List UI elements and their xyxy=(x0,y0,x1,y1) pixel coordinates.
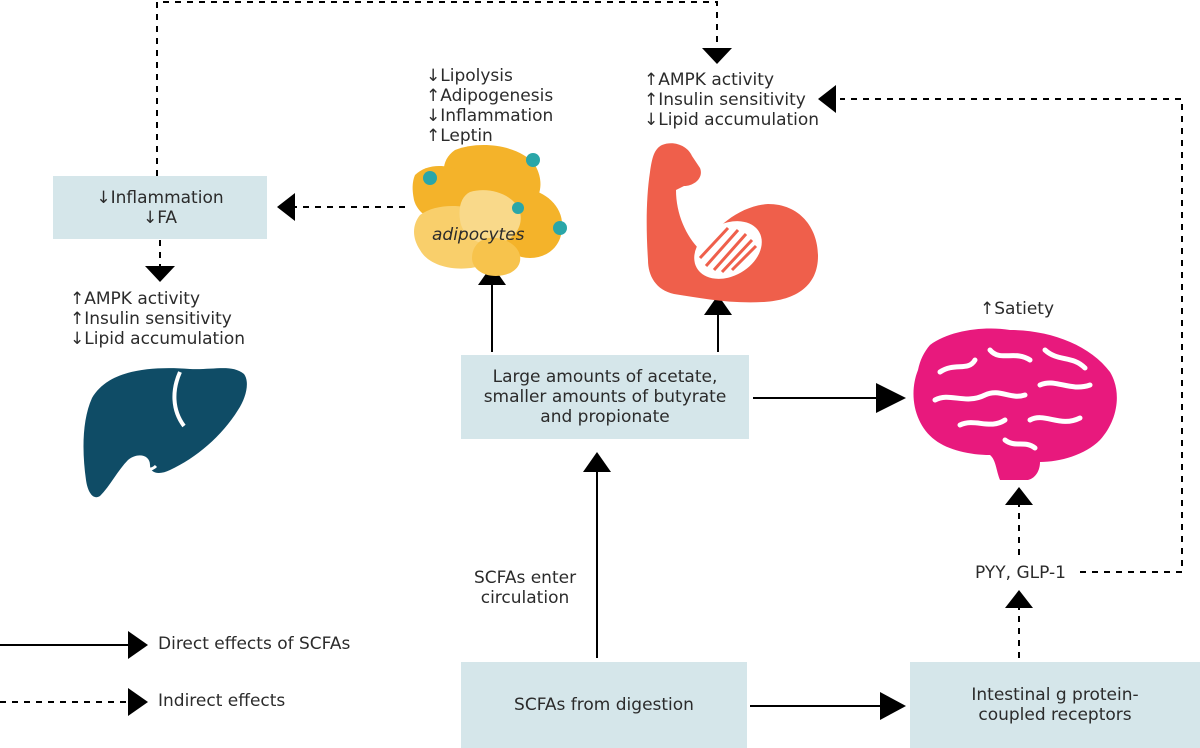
circulation-box: Large amounts of acetate, smaller amount… xyxy=(461,355,749,439)
digestion-box-text: SCFAs from digestion xyxy=(514,695,694,715)
scfa-enter-label: SCFAs enter circulation xyxy=(466,568,584,608)
liver-effect-2: ↑Insulin sensitivity xyxy=(70,309,232,329)
satiety-label: ↑Satiety xyxy=(980,299,1055,319)
arrowhead-hormones-up xyxy=(1005,590,1033,608)
adipocytes-icon xyxy=(412,145,567,276)
muscle-effects: ↑AMPK activity ↑Insulin sensitivity ↓Lip… xyxy=(644,70,819,130)
adipocyte-effect-3: ↓Inflammation xyxy=(426,106,554,126)
adipocyte-effect-2: ↑Adipogenesis xyxy=(426,86,554,106)
liver-box-line-2: ↓FA xyxy=(142,207,178,228)
adipocyte-effects: ↓Lipolysis ↑Adipogenesis ↓Inflammation ↑… xyxy=(426,66,553,146)
digestion-box: SCFAs from digestion xyxy=(461,662,747,748)
circulation-box-text: Large amounts of acetate, smaller amount… xyxy=(483,367,727,427)
legend-solid-arrowhead xyxy=(128,631,148,659)
arrowhead-brain-up xyxy=(1005,487,1033,505)
liver-effects-box: ↓Inflammation ↓FA xyxy=(53,176,267,239)
receptors-box-text: Intestinal g protein-coupled receptors xyxy=(971,685,1139,725)
arrow-top-loop xyxy=(156,1,718,176)
arrowhead-muscle-up xyxy=(704,295,732,315)
muscle-icon xyxy=(646,143,818,303)
liver-effect-1: ↑AMPK activity xyxy=(70,289,201,309)
scfa-enter-text: SCFAs enter circulation xyxy=(473,568,577,608)
receptors-box: Intestinal g protein-coupled receptors xyxy=(910,662,1200,748)
muscle-effect-2: ↑Insulin sensitivity xyxy=(644,90,806,110)
muscle-effect-1: ↑AMPK activity xyxy=(644,70,775,90)
arrowhead-liverbox-left xyxy=(277,193,295,221)
hormones-label: PYY, GLP-1 xyxy=(975,563,1066,583)
arrowhead-brain-right xyxy=(876,383,906,413)
brain-icon xyxy=(913,328,1117,480)
adipocytes-label: adipocytes xyxy=(432,225,525,245)
arrowhead-right-loop-left xyxy=(818,85,836,113)
liver-effects: ↑AMPK activity ↑Insulin sensitivity ↓Lip… xyxy=(70,289,245,349)
arrow-right-loop xyxy=(840,98,1183,573)
liver-icon xyxy=(83,368,247,498)
legend-dashed-arrowhead xyxy=(128,688,148,716)
arrowhead-top-loop-down xyxy=(702,48,732,64)
liver-box-line-1: ↓Inflammation xyxy=(96,187,224,208)
arrowhead-receptors-right xyxy=(880,692,906,720)
adipocyte-effect-4: ↑Leptin xyxy=(426,126,493,146)
arrowhead-circulation-up xyxy=(583,452,611,472)
legend-indirect-label: Indirect effects xyxy=(158,691,286,711)
adipocyte-effect-1: ↓Lipolysis xyxy=(426,66,513,86)
liver-effect-3: ↓Lipid accumulation xyxy=(70,329,246,349)
legend-direct-label: Direct effects of SCFAs xyxy=(158,634,351,654)
arrowhead-liver-down xyxy=(145,266,175,282)
muscle-effect-3: ↓Lipid accumulation xyxy=(644,110,820,130)
